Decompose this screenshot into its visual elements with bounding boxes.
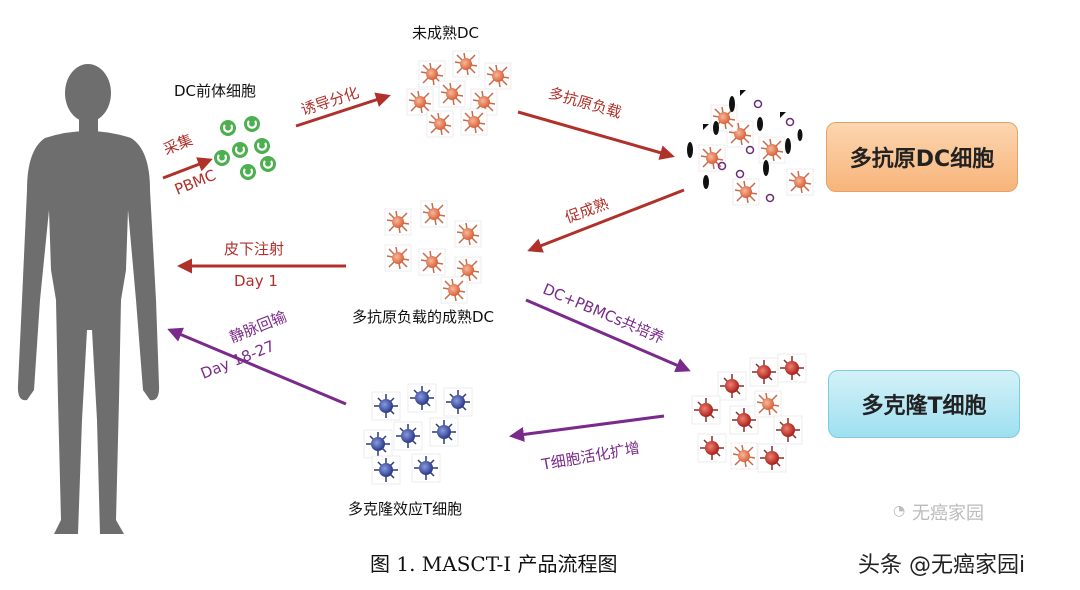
antigen-particles <box>687 90 803 203</box>
label-effector-t: 多克隆效应T细胞 <box>348 500 463 518</box>
figure-caption: 图 1. MASCT-I 产品流程图 <box>370 552 618 576</box>
polyclonal-t-cells <box>691 353 807 473</box>
multi-antigen-dc-box: 多抗原DC细胞 <box>826 122 1018 192</box>
arrow-induce <box>295 92 391 128</box>
label-immature-dc: 未成熟DC <box>412 24 480 42</box>
watermark: 头条 @无癌家园i <box>858 553 1026 578</box>
wechat-icon: ◔ <box>893 503 906 519</box>
label-dc-precursor: DC前体细胞 <box>174 82 257 100</box>
watermark-faint: 无癌家园 <box>912 503 984 524</box>
label-mature-dc: 多抗原负载的成熟DC <box>352 308 495 326</box>
arrow-mature <box>527 188 685 253</box>
immature-dc-cells <box>406 50 512 138</box>
arrow-expand <box>509 414 665 442</box>
arrow-label-inject: 皮下注射 <box>224 240 285 258</box>
arrow-antigen-load <box>517 110 675 160</box>
arrow-collect <box>162 157 213 180</box>
effector-t-cells <box>363 383 473 485</box>
arrow-label-day1: Day 1 <box>234 272 278 290</box>
antigen-loaded-dc-cells <box>698 104 814 206</box>
polyclonal-t-box: 多克隆T细胞 <box>828 370 1020 438</box>
arrow-coculture <box>525 298 691 373</box>
human-silhouette-icon <box>17 64 160 534</box>
mature-dc-cells <box>384 200 482 304</box>
dc-precursor-cells <box>212 114 278 182</box>
arrow-infuse <box>167 327 347 406</box>
